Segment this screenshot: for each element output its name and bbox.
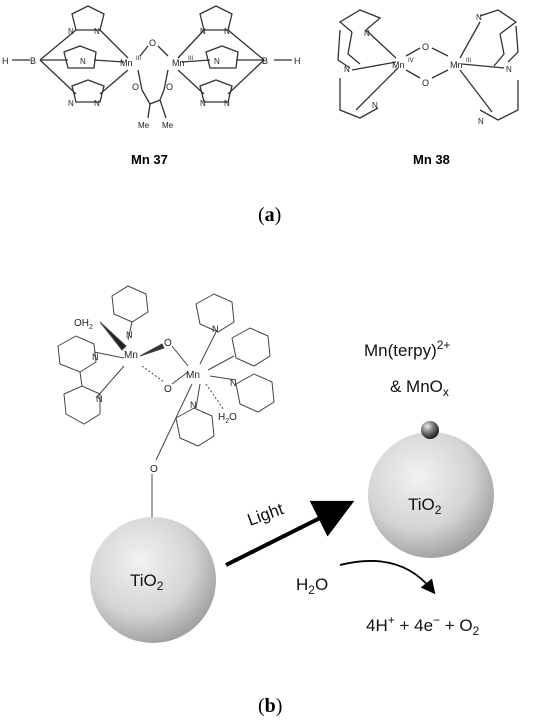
- atom-o-bottom-bridge: O: [164, 384, 172, 395]
- atom-b-right: B: [262, 56, 268, 66]
- tio2-left-label: TiO2: [130, 571, 164, 593]
- ox-state-a: III: [136, 56, 141, 62]
- atom-n: N: [96, 394, 103, 404]
- atom-n: N: [224, 99, 230, 108]
- atom-n: N: [372, 101, 378, 110]
- atom-mn-left: Mn: [124, 350, 138, 361]
- methyl-left: Me: [138, 121, 150, 130]
- panel-b-caption: (b): [258, 695, 282, 717]
- atom-mn-b: Mn: [172, 58, 185, 68]
- panel-a: H B Mn III Mn III O O O Me Me B H N N N …: [2, 5, 519, 226]
- atom-mn-a: Mn: [120, 58, 133, 68]
- tio2-sphere-left: [90, 517, 216, 643]
- atom-n: N: [506, 65, 512, 74]
- atom-n: N: [68, 27, 74, 36]
- atom-h-left: H: [2, 56, 9, 66]
- atom-o-top-bridge: O: [164, 338, 172, 349]
- atom-n: N: [214, 57, 220, 66]
- atom-n: N: [476, 13, 482, 22]
- tio2-right-label: TiO2: [408, 495, 442, 517]
- mnox-label: & MnOx: [390, 377, 449, 399]
- atom-n: N: [92, 352, 99, 362]
- atom-o-ac1: O: [132, 82, 139, 92]
- atom-o-top: O: [422, 42, 429, 52]
- mn-terpy-label: Mn(terpy)2+: [364, 338, 450, 360]
- mn-terpy-complex: OH2 Mn Mn O O O H2O N N N N N N: [57, 285, 275, 520]
- ox-state-c: IV: [408, 58, 414, 64]
- mn37-label: Mn 37: [131, 152, 168, 167]
- mn38-label: Mn 38: [413, 152, 450, 167]
- atom-n: N: [230, 378, 237, 388]
- atom-b-left: B: [30, 56, 36, 66]
- aqua-ligand-label-right: H2O: [218, 412, 237, 425]
- tio2-sphere-right: [368, 432, 494, 558]
- atom-n: N: [224, 27, 230, 36]
- atom-n: N: [478, 117, 484, 126]
- atom-h-right: H: [294, 56, 301, 66]
- atom-o-bridge: O: [149, 38, 156, 48]
- atom-n: N: [364, 29, 370, 38]
- products-label: 4H+ + 4e− + O2: [366, 613, 480, 638]
- light-arrow: [225, 500, 355, 567]
- atom-n: N: [200, 99, 206, 108]
- atom-n: N: [126, 330, 133, 340]
- atom-n: N: [190, 400, 197, 410]
- atom-mn-right: Mn: [186, 370, 200, 381]
- light-label: Light: [245, 499, 286, 530]
- atom-n: N: [68, 99, 74, 108]
- atom-mn-d: Mn: [450, 60, 463, 70]
- methyl-right: Me: [162, 121, 174, 130]
- ox-state-b: III: [188, 56, 193, 62]
- panel-a-caption: (a): [258, 204, 281, 226]
- atom-o-ac2: O: [166, 82, 173, 92]
- atom-n: N: [94, 27, 100, 36]
- atom-o-tether: O: [150, 464, 158, 475]
- atom-mn-c: Mn: [392, 60, 405, 70]
- atom-n: N: [200, 27, 206, 36]
- water-oxidation-arrow: [339, 560, 436, 595]
- panel-b: OH2 Mn Mn O O O H2O N N N N N N TiO2 Lig…: [57, 285, 494, 717]
- atom-n: N: [212, 324, 219, 334]
- mn38-structure: Mn IV Mn III O O N N N N N N Mn 38: [337, 9, 519, 167]
- atom-n: N: [344, 65, 350, 74]
- ox-state-d: III: [466, 58, 471, 64]
- atom-o-bottom: O: [422, 78, 429, 88]
- atom-n: N: [80, 57, 86, 66]
- atom-n: N: [94, 99, 100, 108]
- mn37-structure: H B Mn III Mn III O O O Me Me B H N N N …: [2, 5, 301, 167]
- mnox-particle: [421, 421, 439, 439]
- water-label: H2O: [296, 575, 328, 597]
- aqua-ligand-label: OH2: [74, 318, 93, 331]
